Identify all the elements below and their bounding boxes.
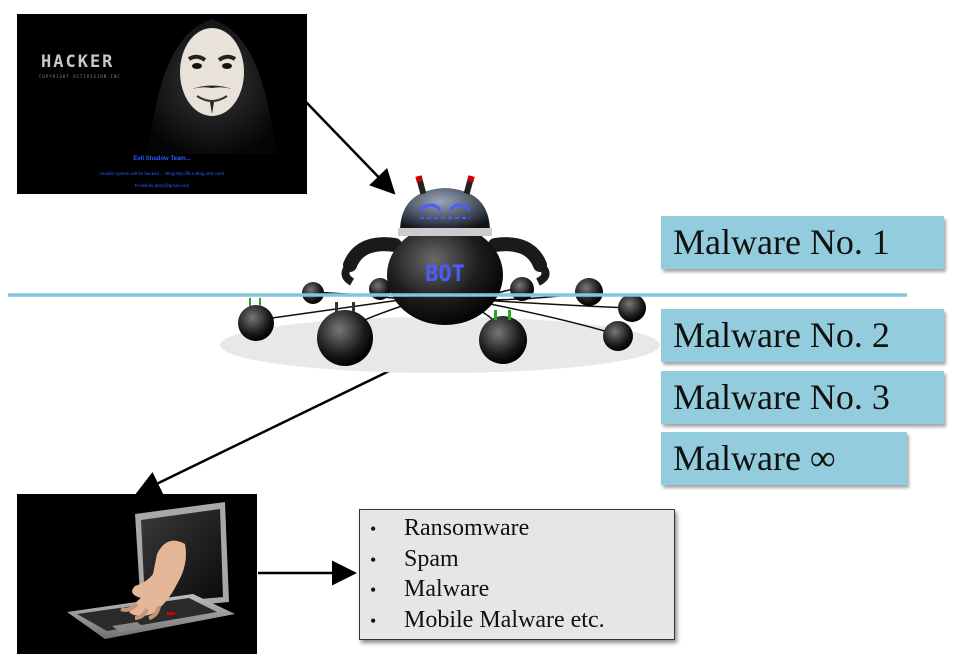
list-item-text: Mobile Malware etc.	[404, 606, 605, 633]
hacker-image: HACKER COPYRIGHT ACTIVISION INC. Evil Sh…	[17, 14, 307, 194]
guy-fawkes-mask-icon	[147, 19, 277, 154]
malware-label-2: Malware No. 2	[661, 309, 944, 362]
list-item-text: Ransomware	[404, 515, 530, 541]
laptop-hand-icon	[67, 502, 235, 639]
mini-bot	[510, 277, 534, 301]
mini-bot	[575, 278, 603, 306]
list-item-text: Malware	[404, 576, 490, 602]
list-item: • Ransomware	[370, 514, 674, 545]
mini-bot	[238, 298, 274, 341]
hacker-logo-subtext: COPYRIGHT ACTIVISION INC.	[39, 74, 125, 79]
bullet-icon: •	[370, 610, 377, 631]
list-item: • Mobile Malware etc.	[370, 606, 674, 637]
bot-label: BOT	[425, 262, 465, 287]
bullet-icon: •	[370, 580, 377, 600]
malware-label-infinity: Malware ∞	[661, 432, 907, 485]
threat-list: • Ransomware • Spam • Malware • Mobile Malwa…	[370, 514, 674, 636]
bullet-icon: •	[370, 519, 377, 539]
threat-list-box: • Ransomware • Spam • Malware • Mobile Malwa…	[359, 509, 675, 640]
arrow-hacker-to-bot	[305, 101, 396, 195]
main-bot: BOT	[341, 175, 550, 325]
hacker-logo-text: HACKER	[41, 52, 115, 72]
mini-bot	[317, 302, 373, 366]
mini-bot	[479, 310, 527, 364]
malware-label-1: Malware No. 1	[661, 216, 944, 269]
mini-bot	[302, 282, 324, 304]
arrow-bot-to-laptop	[135, 355, 419, 495]
hacker-caption-team: Evil Shadow Team...	[133, 156, 191, 162]
mini-bot	[603, 321, 633, 351]
mini-bot	[618, 294, 646, 322]
bullet-icon: •	[370, 549, 377, 570]
malware-label-3: Malware No. 3	[661, 371, 944, 424]
list-item: • Malware	[370, 575, 674, 606]
laptop-image	[17, 494, 257, 654]
hacker-caption-line3: E-mail:ks.abey@gmail.com	[134, 183, 190, 188]
list-item-text: Spam	[404, 545, 459, 572]
list-item: • Spam	[370, 545, 674, 576]
hacker-caption-line2: Unsafe system will be hacked ... Blog:ht…	[99, 171, 225, 176]
